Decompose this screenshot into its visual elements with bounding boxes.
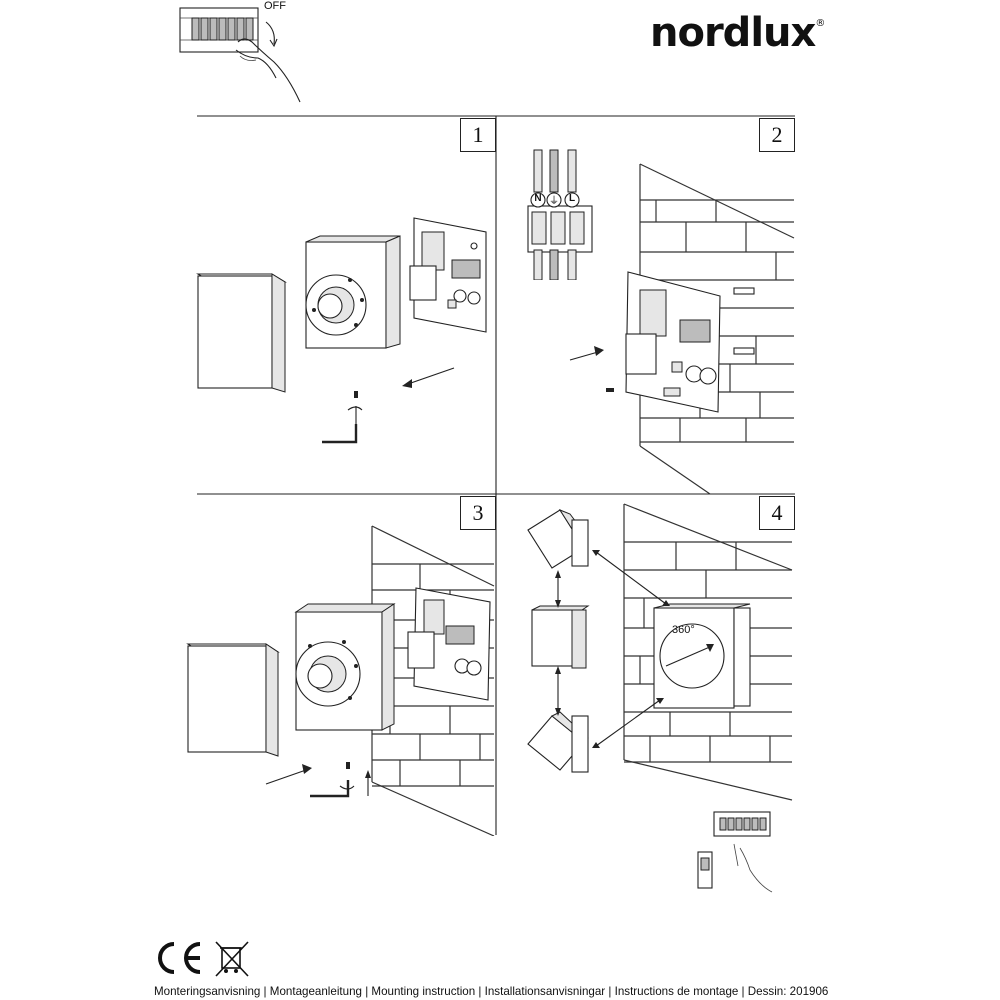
step-1-illustration xyxy=(190,210,490,460)
mounting-plate-on-wall xyxy=(407,587,491,701)
certification-marks xyxy=(154,938,254,978)
lamp-body xyxy=(294,603,396,731)
step-number-2: 2 xyxy=(759,118,795,152)
step-4-illustration: 360° xyxy=(500,500,796,820)
lamp-straight xyxy=(531,605,590,669)
lamp-angle-down xyxy=(527,711,589,773)
power-off-illustration: OFF xyxy=(178,0,308,108)
step-3-illustration xyxy=(180,520,496,837)
brick-wall xyxy=(623,503,793,801)
lamp-cover xyxy=(186,643,280,757)
brand-logo: nordlux® xyxy=(650,10,825,56)
mounting-plate-on-wall xyxy=(625,271,721,413)
mounting-plate xyxy=(409,217,487,333)
step-2-illustration xyxy=(560,160,796,495)
step-number-4: 4 xyxy=(759,496,795,530)
step-number-1: 1 xyxy=(460,118,496,152)
terminal-earth-label: ⏚ xyxy=(549,196,559,207)
rotation-label: 360° xyxy=(672,624,695,636)
weee-bin-icon xyxy=(215,941,249,977)
off-label: OFF xyxy=(264,0,286,12)
lamp-body xyxy=(305,235,401,349)
step-number-3: 3 xyxy=(460,496,496,530)
power-on-illustration xyxy=(694,808,784,894)
mounted-lamp xyxy=(653,603,751,709)
terminal-n-label: N xyxy=(534,193,542,204)
lamp-cover xyxy=(196,273,287,393)
wiring-terminal-illustration: N ⏚ L xyxy=(520,146,600,281)
ce-mark-icon xyxy=(158,942,201,974)
terminal-l-label: L xyxy=(568,193,576,204)
footer-text: Monteringsanvisning | Montageanleitung |… xyxy=(154,985,829,998)
lamp-angle-up xyxy=(527,508,589,569)
